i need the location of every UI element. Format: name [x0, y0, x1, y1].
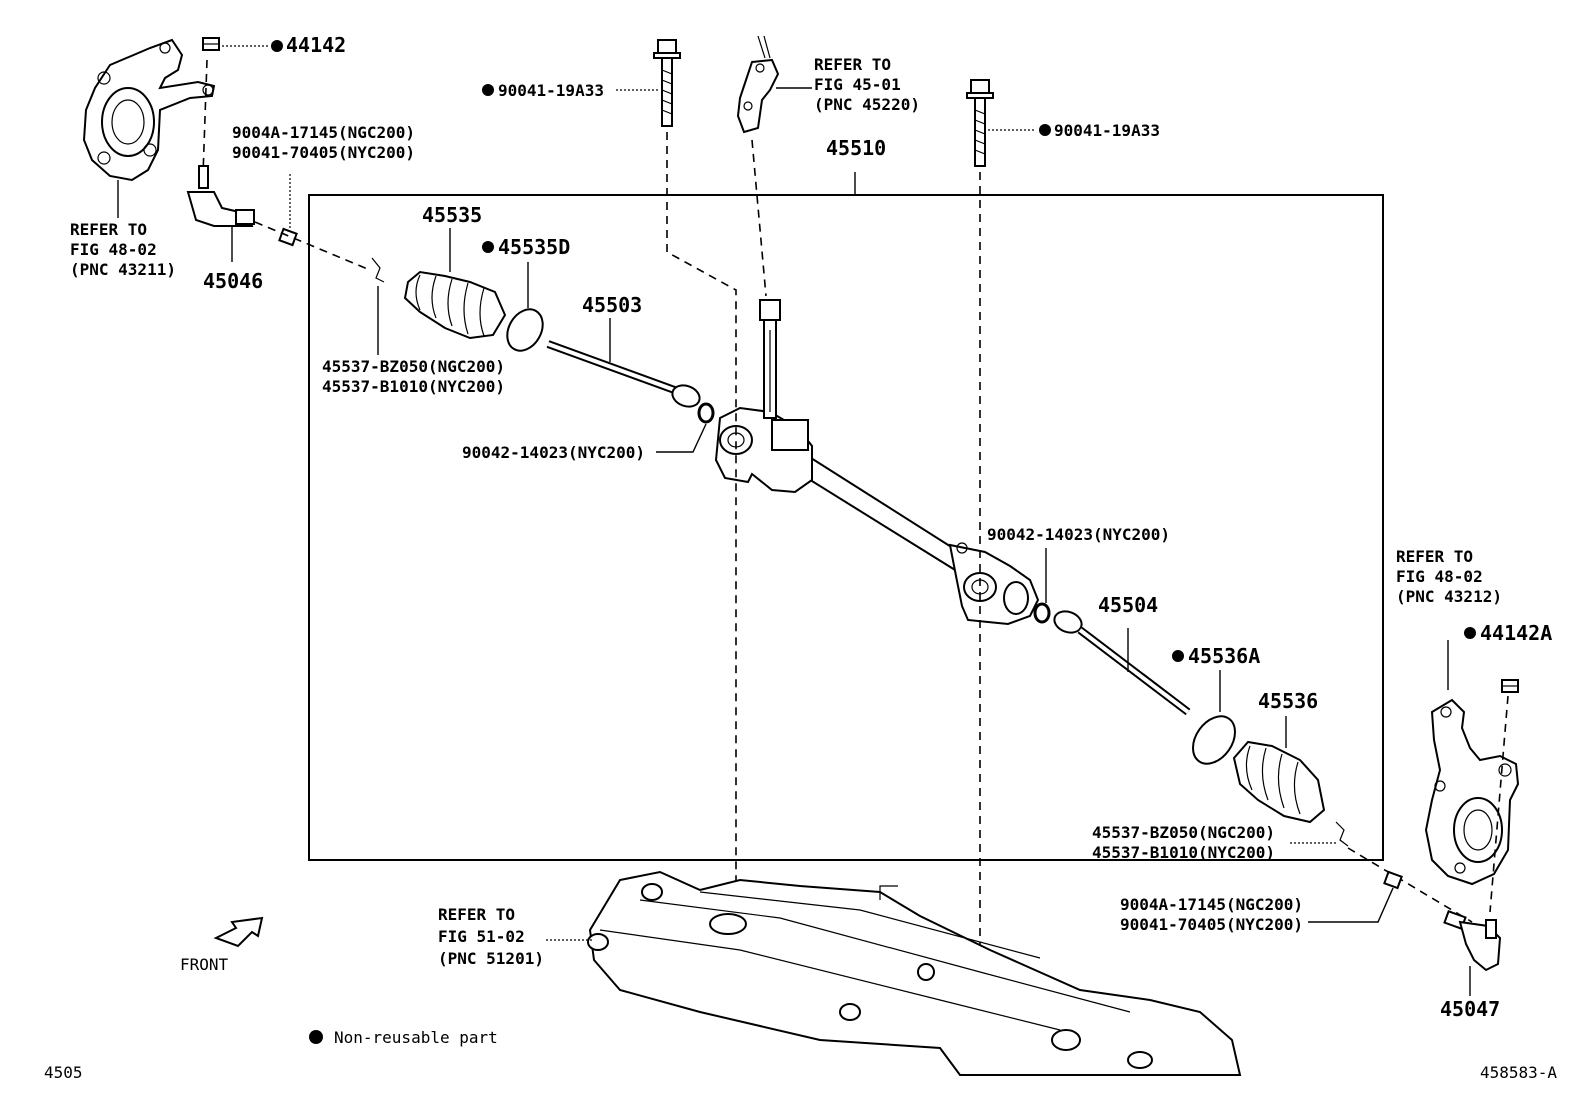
part-label-washer-right[interactable]: 90042-14023(NYC200) — [987, 525, 1170, 544]
part-label-bolt-left[interactable]: 90041-19A33 — [498, 81, 604, 100]
non-reusable-marker — [1172, 650, 1184, 662]
legend-non-reusable-icon — [309, 1030, 323, 1044]
part-label-45504[interactable]: 45504 — [1098, 593, 1158, 617]
part-label-clip-left-nyc[interactable]: 45537-B1010(NYC200) — [322, 377, 505, 396]
assembly-number-label[interactable]: 45510 — [826, 136, 886, 160]
front-label: FRONT — [180, 955, 229, 974]
non-reusable-marker — [1039, 124, 1051, 136]
nut-44142 — [202, 37, 220, 51]
part-label-45536[interactable]: 45536 — [1258, 689, 1318, 713]
clip-right — [1335, 821, 1349, 847]
part-label-nut-right-ngc[interactable]: 9004A-17145(NGC200) — [1120, 895, 1303, 914]
part-label-washer-left[interactable]: 90042-14023(NYC200) — [462, 443, 645, 462]
ref-knuckle-right-line2: FIG 48-02 — [1396, 567, 1483, 586]
nut-44142A — [1501, 679, 1519, 693]
ref-crossmember-line3: (PNC 51201) — [438, 949, 544, 968]
ref-knuckle-left-line1: REFER TO — [70, 220, 147, 239]
ref-knuckle-right-line3: (PNC 43212) — [1396, 587, 1502, 606]
tie-rod-end-right — [1443, 910, 1502, 972]
tie-rod-end-left — [186, 165, 255, 227]
part-label-nut-left-nyc[interactable]: 90041-70405(NYC200) — [232, 143, 415, 162]
tie-rod-right — [1053, 610, 1191, 716]
ref-crossmember-line1: REFER TO — [438, 905, 515, 924]
right-knuckle-illustration — [1424, 698, 1520, 886]
part-label-45535D[interactable]: 45535D — [498, 235, 570, 259]
washer-right — [1033, 602, 1051, 624]
clamp-ring-right — [1192, 715, 1236, 765]
steering-rack-housing — [714, 299, 1040, 626]
ref-steering-line1: REFER TO — [814, 55, 891, 74]
clamp-ring-left — [506, 308, 544, 352]
non-reusable-marker — [271, 40, 283, 52]
part-label-44142[interactable]: 44142 — [286, 33, 346, 57]
part-label-nut-left-ngc[interactable]: 9004A-17145(NGC200) — [232, 123, 415, 142]
clip-left — [371, 257, 385, 283]
crossmember-illustration — [587, 870, 1242, 1076]
ref-steering-line3: (PNC 45220) — [814, 95, 920, 114]
part-label-45503[interactable]: 45503 — [582, 293, 642, 317]
part-label-bolt-right[interactable]: 90041-19A33 — [1054, 121, 1160, 140]
nut-right — [1383, 870, 1403, 890]
ref-crossmember-line2: FIG 51-02 — [438, 927, 525, 946]
non-reusable-marker — [482, 84, 494, 96]
part-label-44142A[interactable]: 44142A — [1480, 621, 1552, 645]
boot-right — [1232, 740, 1326, 824]
ref-knuckle-left-line2: FIG 48-02 — [70, 240, 157, 259]
ref-knuckle-right-line1: REFER TO — [1396, 547, 1473, 566]
nut-left — [278, 227, 298, 247]
boot-left — [403, 270, 507, 340]
ref-steering-line2: FIG 45-01 — [814, 75, 901, 94]
steering-shaft-joint — [736, 35, 780, 134]
part-label-45536A[interactable]: 45536A — [1188, 644, 1260, 668]
page-code: 4505 — [44, 1063, 83, 1082]
figure-code: 458583-A — [1480, 1063, 1557, 1082]
part-label-clip-left-ngc[interactable]: 45537-BZ050(NGC200) — [322, 357, 505, 376]
ref-knuckle-left-line3: (PNC 43211) — [70, 260, 176, 279]
part-label-45535[interactable]: 45535 — [422, 203, 482, 227]
non-reusable-marker — [1464, 627, 1476, 639]
front-arrow-icon — [213, 916, 264, 948]
part-label-clip-right-nyc[interactable]: 45537-B1010(NYC200) — [1092, 843, 1275, 862]
part-label-nut-right-nyc[interactable]: 90041-70405(NYC200) — [1120, 915, 1303, 934]
washer-left — [697, 402, 715, 424]
part-label-clip-right-ngc[interactable]: 45537-BZ050(NGC200) — [1092, 823, 1275, 842]
part-label-45046[interactable]: 45046 — [203, 269, 263, 293]
assembly-box — [308, 194, 1384, 861]
bolt-right — [966, 79, 994, 167]
bolt-left — [653, 39, 681, 127]
tie-rod-left — [546, 340, 701, 408]
left-knuckle-illustration — [82, 38, 216, 182]
legend-text: Non-reusable part — [334, 1028, 498, 1047]
non-reusable-marker — [482, 241, 494, 253]
part-label-45047[interactable]: 45047 — [1440, 997, 1500, 1021]
